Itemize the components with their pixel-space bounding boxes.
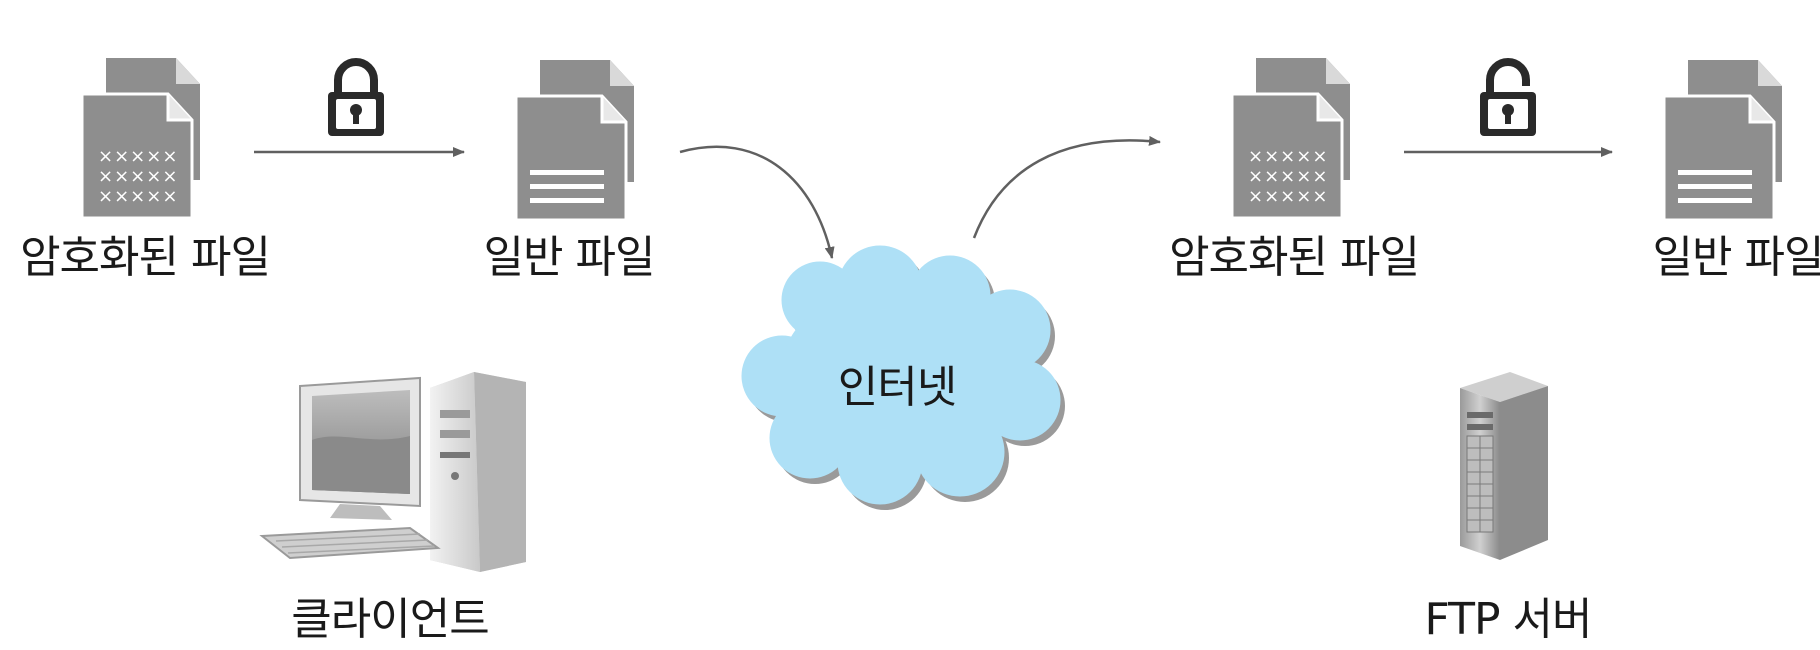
upload-arrow	[679, 145, 835, 259]
svg-text:×××××: ×××××	[98, 146, 178, 167]
ftp-server-label: FTP 서버	[1424, 594, 1593, 645]
encrypted-document-stack-icon: ××××× ××××× ×××××	[1230, 58, 1350, 220]
document-stack-icon	[1662, 60, 1782, 222]
padlock-unlocked-icon	[1480, 58, 1536, 136]
svg-text:×××××: ×××××	[1248, 166, 1328, 187]
desktop-computer-icon	[259, 372, 526, 572]
svg-text:×××××: ×××××	[98, 166, 178, 187]
encrypted-file-label-left: 암호화된 파일	[20, 232, 271, 283]
svg-text:×××××: ×××××	[1248, 186, 1328, 207]
download-arrow	[972, 135, 1161, 239]
padlock-locked-icon	[328, 58, 384, 136]
plain-file-label-right: 일반 파일	[1652, 232, 1820, 283]
internet-label: 인터넷	[837, 362, 957, 413]
svg-text:×××××: ×××××	[1248, 146, 1328, 167]
server-tower-icon	[1460, 372, 1548, 560]
document-stack-icon	[514, 60, 634, 222]
encrypted-file-label-right: 암호화된 파일	[1169, 232, 1420, 283]
cloud-icon	[741, 245, 1065, 510]
plain-file-label-left: 일반 파일	[483, 232, 656, 283]
client-label: 클라이언트	[291, 594, 489, 645]
svg-text:×××××: ×××××	[98, 186, 178, 207]
encrypted-document-stack-icon: ××××× ××××× ×××××	[80, 58, 200, 220]
